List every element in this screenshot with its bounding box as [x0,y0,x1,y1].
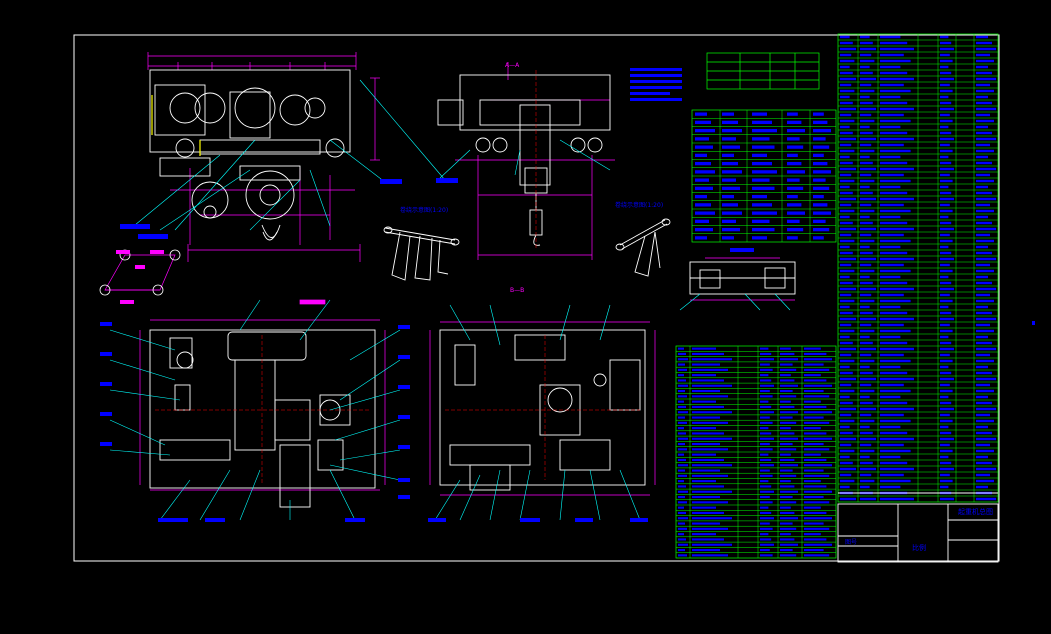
rope-reeving-left: 卷绕示意图(1:20) [383,206,460,281]
parts-table-lower [675,345,837,559]
hook-diagram [99,249,181,304]
edge-marker [1032,321,1035,325]
technical-params-table [630,52,820,101]
parts-table-upper [691,109,837,243]
scale-label: 比例 [912,543,926,552]
reeving-left-title: 卷绕示意图(1:20) [400,206,448,214]
sheet-label: 图号 [845,539,857,546]
plan-view-right: B—B [428,287,656,522]
title-block: 起重机总图 比例 图号 [837,503,999,563]
rope-reeving-right: 卷绕示意图(1:20) [615,201,671,277]
drawing-name: 起重机总图 [958,507,993,516]
wheel-detail [679,248,796,311]
plan-title: B—B [510,287,524,294]
reeving-right-title: 卷绕示意图(1:20) [615,201,663,209]
bill-of-materials [837,33,999,503]
plan-view-left [100,299,410,522]
front-elevation [120,52,458,262]
side-view-title: A—A [505,62,520,69]
side-elevation: A—A [437,62,615,260]
drawing-border [73,34,1000,562]
